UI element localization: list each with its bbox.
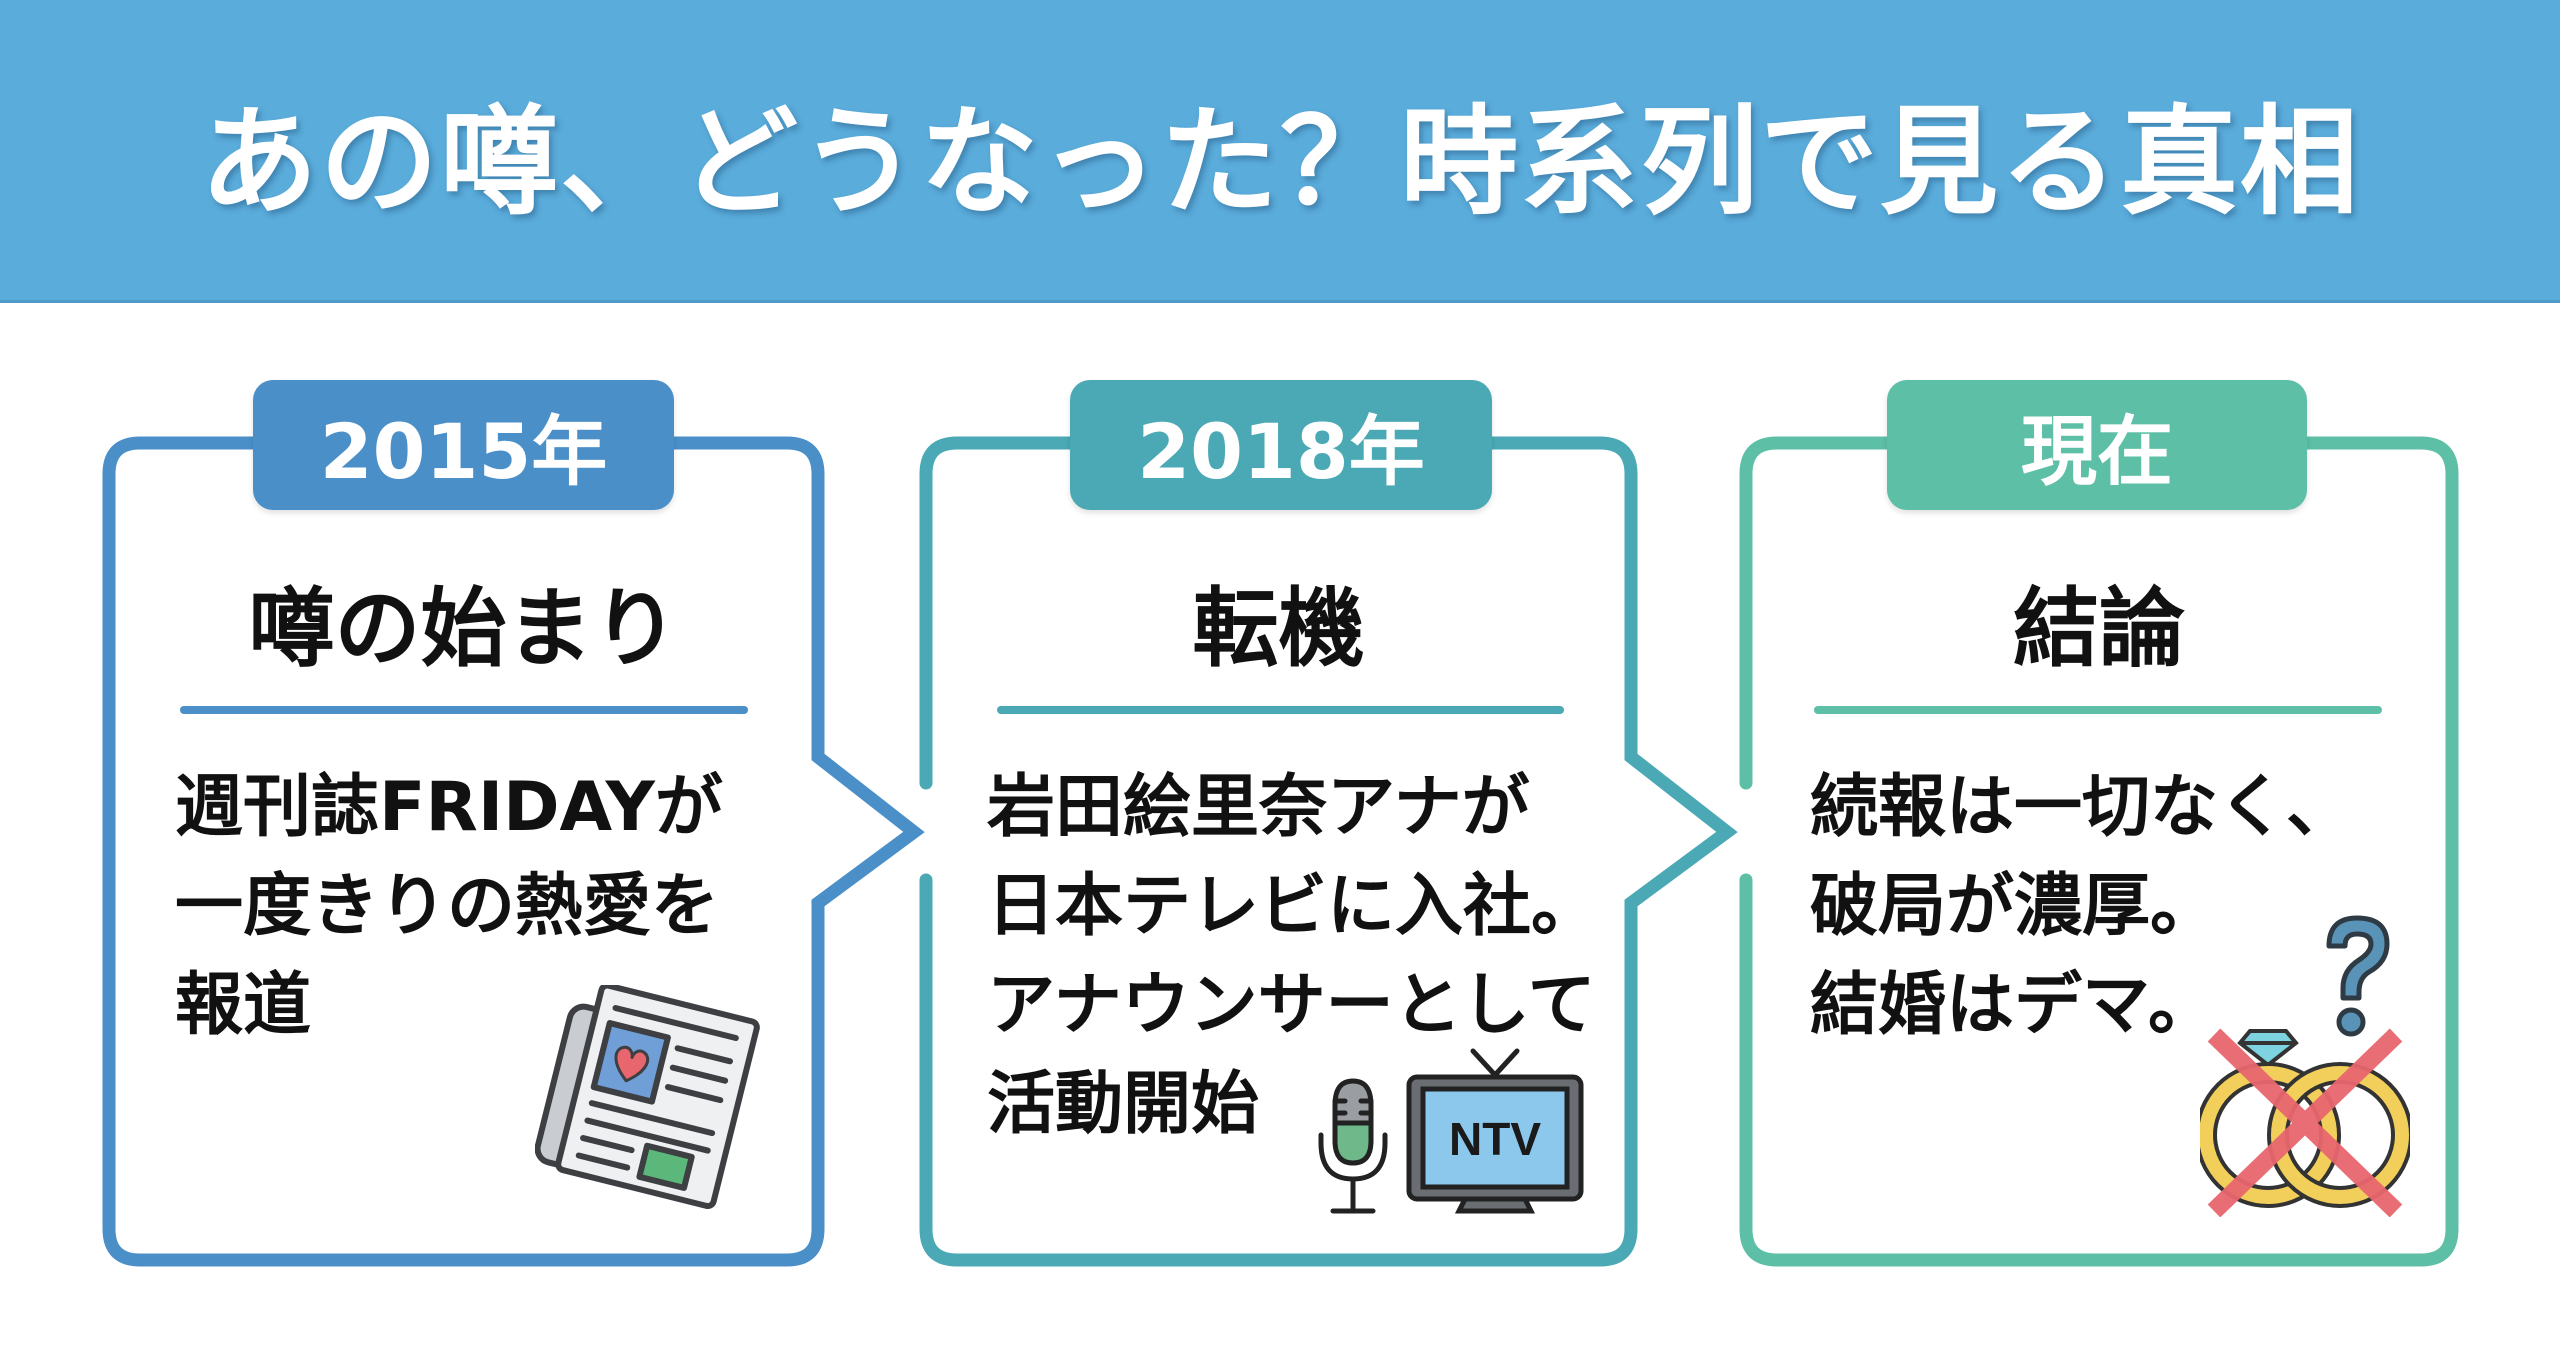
body-line: アナウンサーとして bbox=[987, 966, 1596, 1045]
question-mark-icon bbox=[2326, 915, 2390, 1037]
tv-icon: NTV bbox=[1406, 1048, 1584, 1214]
header-banner: あの噂、どうなった？時系列で見る真相 bbox=[0, 0, 2560, 303]
page-title: あの噂、どうなった？時系列で見る真相 bbox=[199, 93, 2360, 231]
card-divider bbox=[180, 706, 748, 714]
newspaper-heart-icon bbox=[535, 985, 760, 1210]
card-body-conclusion: 続報は一切なく、 破局が濃厚。 結婚はデマ。 bbox=[1810, 758, 2354, 1055]
tv-channel-label: NTV bbox=[1449, 1113, 1541, 1165]
period-tab-present: 現在 bbox=[1887, 380, 2307, 510]
body-line: 破局が濃厚。 bbox=[1810, 867, 2219, 946]
card-heading-turning-point: 転機 bbox=[1192, 578, 1365, 679]
body-line: 結婚はデマ。 bbox=[1810, 966, 2216, 1045]
period-label: 2015年 bbox=[319, 407, 608, 496]
body-line: 活動開始 bbox=[987, 1065, 1260, 1144]
card-divider bbox=[1814, 706, 2382, 714]
body-line: 日本テレビに入社。 bbox=[987, 867, 1600, 946]
card-body-origin: 週刊誌FRIDAYが 一度きりの熱愛を 報道 bbox=[175, 758, 723, 1055]
body-line: 岩田絵里奈アナが bbox=[987, 768, 1530, 847]
card-heading-origin: 噂の始まり bbox=[248, 578, 679, 679]
body-line: 報道 bbox=[175, 966, 312, 1045]
period-label: 2018年 bbox=[1137, 407, 1425, 496]
crossed-wedding-rings-icon bbox=[2200, 1028, 2410, 1217]
microphone-icon bbox=[1318, 1078, 1388, 1214]
body-line: 一度きりの熱愛を bbox=[175, 867, 720, 946]
period-label: 現在 bbox=[2021, 407, 2173, 496]
body-line: 続報は一切なく、 bbox=[1810, 768, 2355, 847]
period-tab-2015: 2015年 bbox=[253, 380, 674, 510]
card-heading-conclusion: 結論 bbox=[2013, 578, 2185, 679]
body-line: 週刊誌FRIDAYが bbox=[175, 768, 723, 847]
card-divider bbox=[997, 706, 1564, 714]
card-body-turning-point: 岩田絵里奈アナが 日本テレビに入社。 アナウンサーとして 活動開始 bbox=[987, 758, 1599, 1154]
period-tab-2018: 2018年 bbox=[1070, 380, 1492, 510]
